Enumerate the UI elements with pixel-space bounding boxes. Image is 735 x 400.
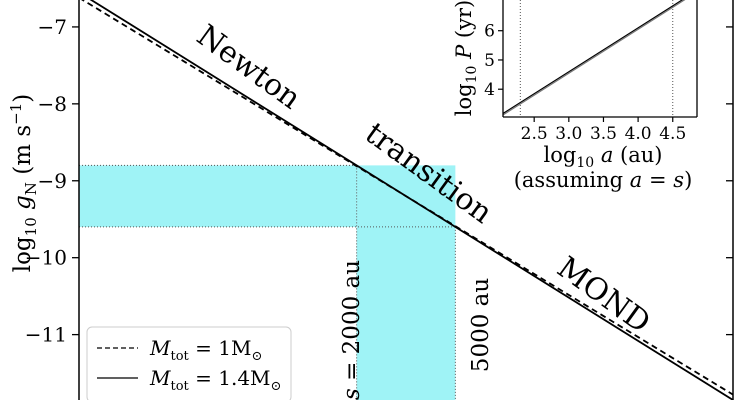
inset-x-label-2-post: ) bbox=[684, 168, 692, 192]
inset-y-ticks: 4 5 6 bbox=[484, 22, 503, 100]
main-y-label-varsub: N bbox=[22, 182, 40, 195]
legend-entry-2-var: M bbox=[149, 366, 171, 390]
main-y-label-close: ) bbox=[10, 94, 36, 103]
annotation-s-value: = 2000 au bbox=[339, 260, 365, 388]
inset-y-label: log10 P (yr) bbox=[452, 0, 480, 116]
main-y-ticks: −7 −8 −9 −10 −11 bbox=[25, 15, 733, 347]
main-y-label: log10 gN (m s−1) bbox=[7, 94, 40, 273]
main-y-label-var: g bbox=[10, 195, 36, 210]
legend-entry-1-sym: ⊙ bbox=[251, 349, 262, 364]
legend-entry-1-var: M bbox=[149, 336, 171, 360]
main-y-tick-label: −7 bbox=[38, 15, 67, 39]
main-y-tick-label: −11 bbox=[25, 323, 67, 347]
main-y-tick-label: −9 bbox=[38, 169, 67, 193]
main-series-group bbox=[81, 0, 734, 400]
inset-x-label-2-pre: (assuming bbox=[514, 168, 630, 192]
legend-entry-1-sub: tot bbox=[170, 349, 189, 364]
inset-x-tick-label: 4.5 bbox=[659, 124, 686, 144]
legend-entry-1-rel: = 1M bbox=[189, 336, 252, 360]
inset-y-tick-label: 4 bbox=[484, 80, 495, 100]
inset-x-tick-label: 3.5 bbox=[590, 124, 617, 144]
legend-entry-2-sym: ⊙ bbox=[271, 379, 282, 394]
annotation-newton: Newton bbox=[190, 18, 307, 116]
inset-y-label-var: P bbox=[452, 44, 476, 60]
inset-x-label: log10 a (au) bbox=[544, 143, 663, 171]
inset-y-tick-label: 5 bbox=[484, 51, 495, 71]
annotation-s-var: s bbox=[339, 388, 365, 400]
inset-series-line-2 bbox=[503, 0, 686, 116]
transition-band-horizontal bbox=[79, 165, 357, 227]
inset-x-ticks: 2.5 3.0 3.5 4.0 4.5 bbox=[521, 117, 686, 144]
main-y-label-base: 10 bbox=[22, 217, 40, 236]
inset-x-label-2-var2: s bbox=[673, 168, 684, 192]
inset-series-group bbox=[503, 0, 686, 116]
annotation-s-2000au: s = 2000 au bbox=[339, 260, 365, 400]
main-y-label-unitsup: −1 bbox=[7, 103, 25, 125]
series-line-dashed bbox=[81, 0, 734, 396]
inset-x-label-prefix: log bbox=[544, 143, 577, 167]
legend-entry-2-sub: tot bbox=[170, 379, 189, 394]
main-y-tick-label: −8 bbox=[38, 92, 67, 116]
legend: Mtot = 1M⊙ Mtot = 1.4M⊙ bbox=[86, 326, 292, 400]
legend-entry-2-rel: = 1.4M bbox=[189, 366, 271, 390]
transition-band-vertical bbox=[356, 165, 456, 400]
inset-y-label-base: 10 bbox=[464, 66, 480, 84]
annotation-5000au: 5000 au bbox=[468, 278, 494, 372]
inset-x-tick-label: 3.0 bbox=[555, 124, 582, 144]
inset-x-label-var: a bbox=[601, 143, 614, 167]
main-y-tick-label: −10 bbox=[25, 246, 67, 270]
inset-background bbox=[503, 0, 697, 117]
inset-x-tick-label: 2.5 bbox=[521, 124, 548, 144]
inset-x-label-2: (assuming a = s) bbox=[514, 168, 693, 192]
inset-y-tick-label: 6 bbox=[484, 22, 495, 42]
inset-x-tick-label: 4.0 bbox=[625, 124, 652, 144]
inset-y-label-prefix: log bbox=[452, 83, 476, 116]
main-y-label-unit: (m s bbox=[10, 125, 36, 175]
inset-series-line-1 bbox=[503, 0, 684, 114]
inset-x-label-2-var1: a bbox=[630, 168, 643, 192]
inset-x-label-base: 10 bbox=[576, 155, 594, 171]
legend-box bbox=[86, 326, 292, 400]
inset-x-label-unit: (au) bbox=[613, 143, 662, 167]
legend-entry-1: Mtot = 1M⊙ bbox=[149, 336, 262, 364]
inset-y-label-unit: (yr) bbox=[452, 0, 476, 45]
main-y-label-prefix: log bbox=[10, 236, 36, 272]
legend-entry-2: Mtot = 1.4M⊙ bbox=[149, 366, 281, 394]
inset-x-label-2-rel: = bbox=[642, 168, 673, 192]
